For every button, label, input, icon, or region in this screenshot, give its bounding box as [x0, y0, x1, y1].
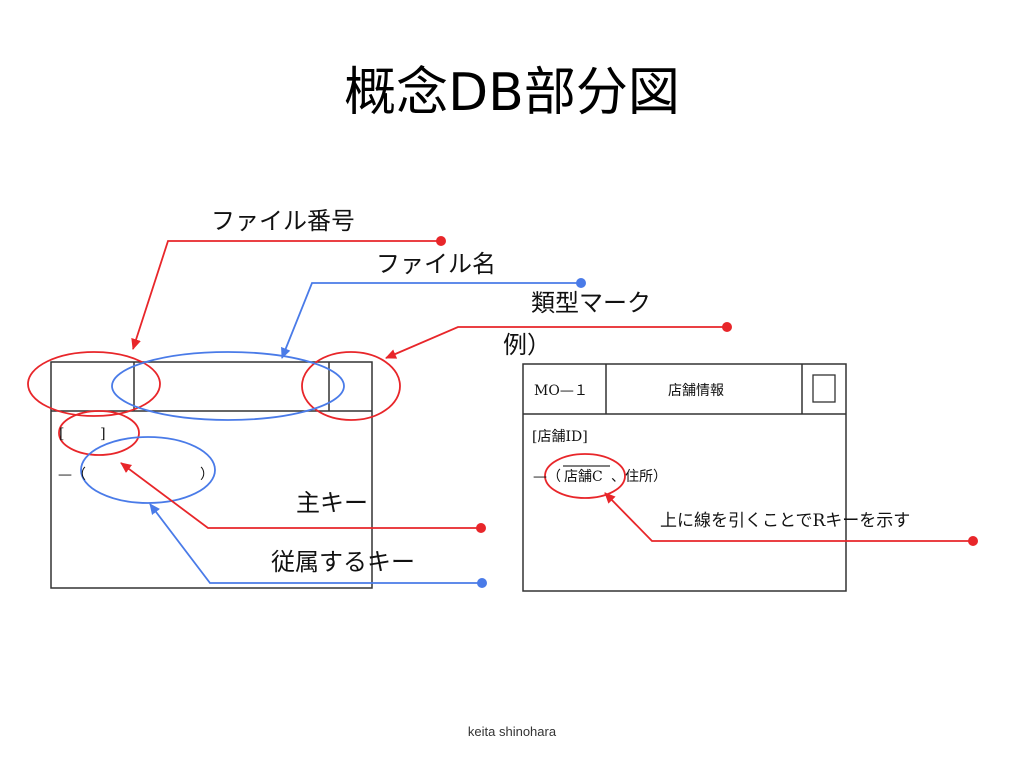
- file-name-ellipse: [111, 351, 345, 421]
- example-dependent-overlined: 店舗C: [564, 469, 603, 485]
- example-dependent-rest: 、住所）: [611, 469, 667, 485]
- example-file-name: 店舗情報: [668, 383, 724, 399]
- type-mark-leader: [385, 326, 727, 359]
- dependent-key-ellipse: [80, 436, 216, 504]
- r-key-note: 上に線を引くことでRキーを示す: [660, 511, 911, 531]
- dependent-key-label: 従属するキー: [271, 548, 415, 576]
- example-file-number: MO—１: [534, 383, 588, 399]
- footer-author: keita shinohara: [467, 724, 557, 739]
- type-mark-dot: [722, 322, 732, 332]
- slide-title: 概念DB部分図: [344, 63, 680, 123]
- file-number-label: ファイル番号: [211, 207, 355, 235]
- r-key-leader: [604, 492, 973, 542]
- example-primary-key: [店舗ID]: [532, 429, 588, 445]
- template-dependent-suffix: ）: [200, 467, 214, 483]
- file-number-leader: [131, 240, 441, 350]
- template-primary-key: [ ]: [59, 426, 106, 442]
- r-key-ellipse: [544, 453, 626, 499]
- type-mark-label: 類型マーク: [531, 289, 651, 317]
- file-name-dot: [576, 278, 586, 288]
- file-name-leader: [281, 282, 581, 359]
- r-key-dot: [968, 536, 978, 546]
- file-name-label: ファイル名: [376, 250, 496, 278]
- primary-key-leader: [120, 462, 481, 529]
- example-box: [522, 363, 847, 592]
- primary-key-label: 主キー: [296, 489, 368, 517]
- primary-key-dot: [476, 523, 486, 533]
- dependent-key-leader: [149, 503, 482, 584]
- primary-key-ellipse: [58, 410, 140, 456]
- dependent-key-dot: [477, 578, 487, 588]
- example-label: 例）: [503, 331, 551, 359]
- example-dependent-prefix: —（: [533, 469, 561, 485]
- type-mark-ellipse: [301, 351, 401, 421]
- file-number-ellipse: [27, 351, 161, 417]
- file-number-dot: [436, 236, 446, 246]
- template-dependent-prefix: —（: [58, 467, 86, 483]
